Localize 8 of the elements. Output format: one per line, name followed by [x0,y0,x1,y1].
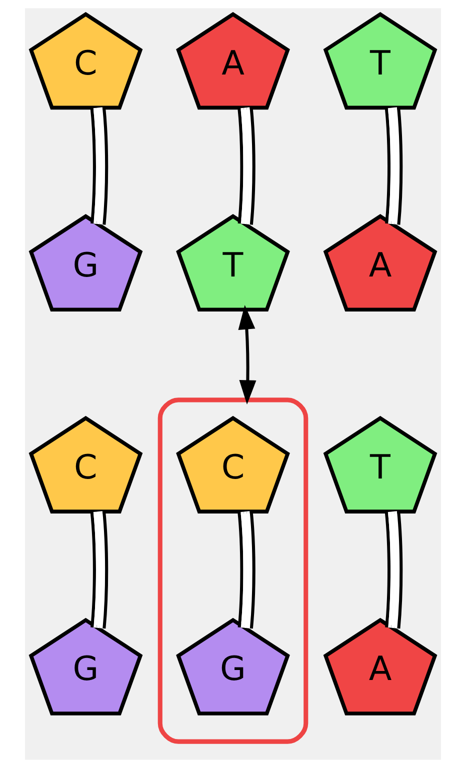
connector [90,510,108,629]
connector [237,510,255,629]
cluster [157,398,308,744]
connector [384,510,402,629]
connector [384,106,402,225]
arrow [238,305,256,405]
connector [237,106,255,225]
connector [90,106,108,225]
